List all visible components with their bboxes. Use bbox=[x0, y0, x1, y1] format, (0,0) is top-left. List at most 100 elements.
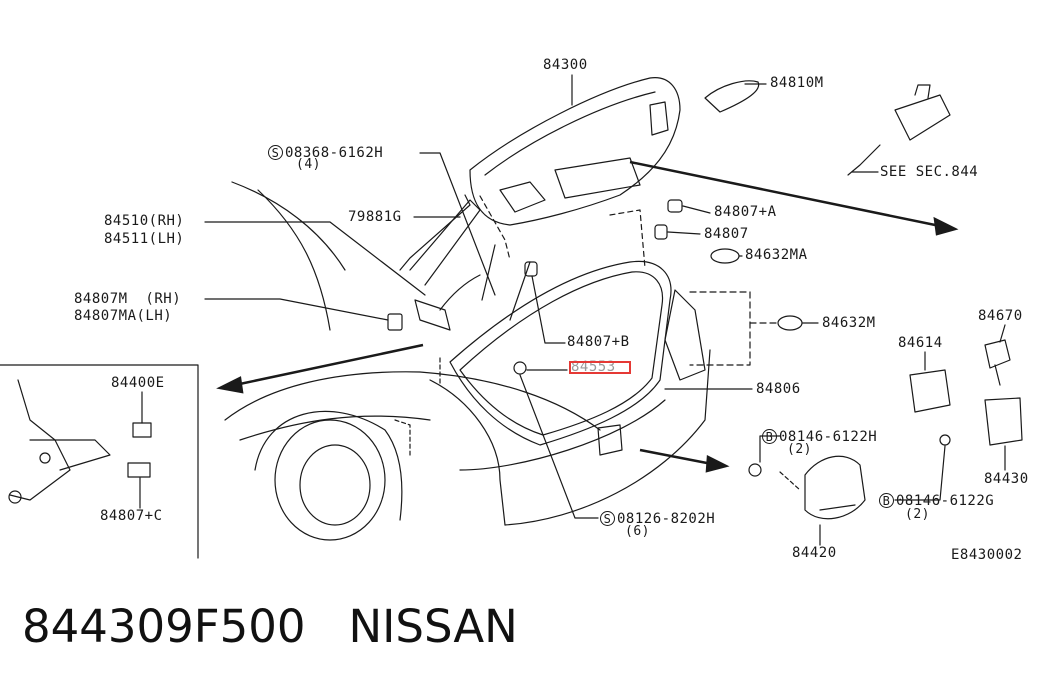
wheel-arch bbox=[254, 410, 403, 521]
dash-trunk-4 bbox=[394, 419, 411, 456]
leader-08146g bbox=[894, 445, 946, 501]
opener-connector bbox=[914, 84, 931, 99]
bolt-84553 bbox=[513, 361, 527, 375]
leader-84807b bbox=[531, 275, 566, 344]
label-84807c: 84807+C bbox=[100, 508, 163, 524]
leader-84807 bbox=[667, 231, 701, 235]
label-84632m: 84632M bbox=[822, 315, 876, 331]
inset-frame bbox=[0, 364, 199, 559]
label-08368-qty: (4) bbox=[296, 157, 321, 172]
label-84806: 84806 bbox=[756, 381, 801, 397]
label-84807ma: 84807MA(LH) bbox=[74, 308, 173, 324]
car-rear-body bbox=[429, 379, 506, 526]
label-84632ma: 84632MA bbox=[745, 247, 808, 263]
latch-84430 bbox=[984, 397, 1023, 446]
highlight-box bbox=[569, 361, 631, 374]
inset-hinge-arm bbox=[9, 379, 71, 501]
label-08126-qty: (6) bbox=[625, 524, 650, 539]
label-84807: 84807 bbox=[704, 226, 749, 242]
handle-84810m bbox=[704, 80, 760, 113]
car-side-outline bbox=[224, 371, 601, 431]
label-84300: 84300 bbox=[543, 57, 588, 73]
inset-pivot-2 bbox=[39, 452, 51, 464]
label-84510: 84510(RH) bbox=[104, 213, 185, 229]
hinge-arm bbox=[409, 199, 481, 286]
label-08146-6122g-qty: (2) bbox=[905, 507, 930, 522]
arrow-head-inset bbox=[216, 376, 244, 394]
bracket-84400e bbox=[132, 422, 152, 438]
gas-strut-1 bbox=[481, 244, 496, 301]
b-symbol: B bbox=[879, 493, 894, 508]
label-84614: 84614 bbox=[898, 335, 943, 351]
rear-quarter bbox=[459, 399, 666, 471]
leader-84807a bbox=[682, 205, 711, 214]
grommet-84632ma bbox=[710, 248, 740, 264]
footer-title: 844309F500 NISSAN bbox=[22, 600, 518, 653]
leader-84632m-dash bbox=[689, 291, 751, 366]
bumper-84807c bbox=[127, 462, 151, 478]
trunk-lid-inner bbox=[484, 91, 656, 176]
label-84807m: 84807M (RH) bbox=[74, 291, 182, 307]
drawing-code: E8430002 bbox=[951, 547, 1023, 563]
label-84400e: 84400E bbox=[111, 375, 165, 391]
leader-08126 bbox=[519, 374, 599, 519]
label-see-sec-844: SEE SEC.844 bbox=[880, 164, 979, 180]
dash-trunk-1 bbox=[479, 195, 511, 261]
label-84810m: 84810M bbox=[770, 75, 824, 91]
trunk-side-panel bbox=[399, 194, 471, 271]
label-84807a: 84807+A bbox=[714, 204, 777, 220]
leader-84807m bbox=[204, 298, 389, 321]
trunk-opening bbox=[449, 260, 672, 446]
trunk-lid-emblem bbox=[554, 157, 641, 199]
weatherstrip bbox=[459, 271, 664, 436]
hinge-link bbox=[439, 274, 481, 311]
arrow-to-inset bbox=[234, 343, 424, 387]
arrow-to-latch bbox=[639, 448, 713, 466]
car-c-pillar bbox=[257, 189, 331, 331]
bolt-08146h bbox=[748, 463, 762, 477]
bumper-84807b bbox=[524, 261, 538, 277]
rear-wheel bbox=[274, 419, 386, 541]
label-08146-6122h-qty: (2) bbox=[787, 442, 812, 457]
brand-name: NISSAN bbox=[348, 600, 518, 653]
label-84430: 84430 bbox=[984, 471, 1029, 487]
leader-08368 bbox=[419, 152, 496, 296]
label-84511: 84511(LH) bbox=[104, 231, 185, 247]
actuator-84614 bbox=[909, 369, 951, 413]
lock-84670 bbox=[984, 339, 1011, 369]
label-84553: 84553 bbox=[571, 359, 616, 375]
bolt-08146g bbox=[939, 434, 951, 446]
arrow-to-sec844 bbox=[629, 160, 941, 228]
inset-pivot-1 bbox=[8, 490, 22, 504]
tail-light bbox=[664, 289, 706, 381]
trunk-lid-cutout bbox=[499, 181, 546, 213]
arrow-head-sec844 bbox=[933, 216, 959, 236]
hinge-bracket bbox=[414, 299, 451, 331]
trunk-lid bbox=[469, 77, 681, 226]
rear-wheel-hub bbox=[299, 444, 371, 526]
leader-84670 bbox=[999, 324, 1006, 343]
label-84670: 84670 bbox=[978, 308, 1023, 324]
latch-spring bbox=[819, 504, 856, 511]
label-84807b: 84807+B bbox=[567, 334, 630, 350]
s-symbol: S bbox=[268, 145, 283, 160]
opener-unit bbox=[894, 94, 951, 141]
part-number: 844309F500 bbox=[22, 600, 306, 653]
lock-cylinder bbox=[994, 364, 1001, 386]
trunk-latch-body bbox=[597, 424, 623, 456]
car-roof-outline bbox=[231, 181, 346, 271]
dash-latch bbox=[779, 471, 801, 491]
dash-trunk-2 bbox=[609, 209, 646, 269]
b-symbol: B bbox=[762, 429, 777, 444]
label-84420: 84420 bbox=[792, 545, 837, 561]
opener-cable bbox=[847, 144, 881, 176]
s-symbol: S bbox=[600, 511, 615, 526]
trunk-lid-corner bbox=[649, 101, 669, 136]
stopper-84807a bbox=[667, 199, 683, 213]
bumper-84807m bbox=[387, 313, 403, 331]
rear-bumper bbox=[504, 349, 711, 526]
arrow-head-latch bbox=[705, 455, 730, 473]
